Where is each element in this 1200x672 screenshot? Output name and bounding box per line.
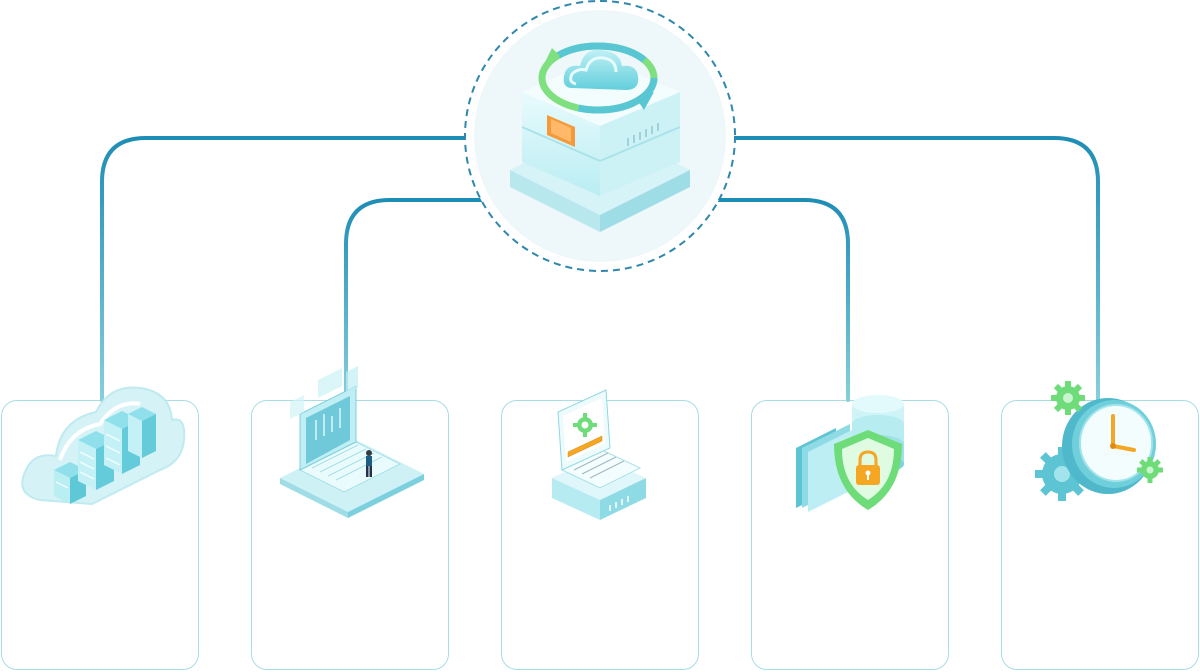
connector-inner-left (344, 198, 486, 402)
connector-inner-right (714, 198, 850, 402)
computer-settings-icon (552, 389, 646, 520)
hub-node (464, 0, 736, 272)
cloud-backup-server-icon (510, 42, 690, 232)
connectors (100, 136, 1100, 402)
connector-outer-right (728, 136, 1100, 402)
laptop-workspace-icon (280, 366, 424, 518)
scheduled-clock-gears-icon (1035, 381, 1163, 501)
cloud-servers-icon (21, 386, 186, 506)
database-security-icon (796, 395, 904, 512)
connector-outer-left (100, 136, 472, 402)
node-illustrations (21, 366, 1163, 520)
